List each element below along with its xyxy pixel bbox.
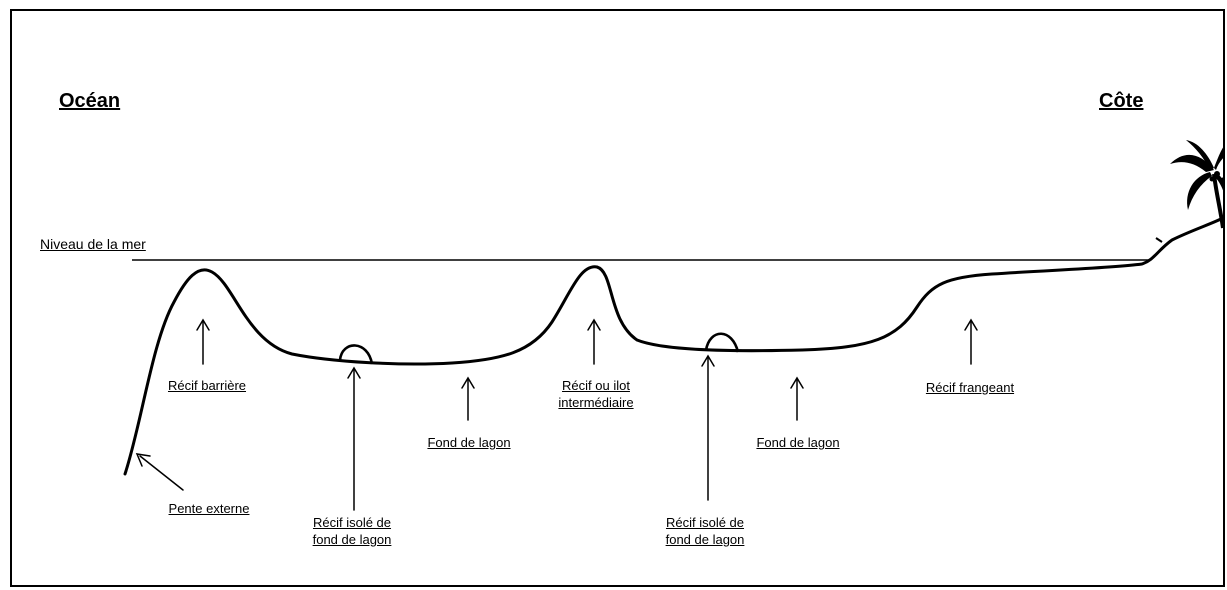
isolated-reef-bump-1	[338, 344, 374, 365]
label-recif-isole-1: Récif isolé de fond de lagon	[313, 514, 392, 548]
arrow-recif-intermediaire	[587, 318, 601, 365]
label-recif-intermediaire-line2: intermédiaire	[558, 395, 634, 410]
label-recif-intermediaire: Récif ou ilot intermédiaire	[558, 377, 633, 411]
label-pente-externe: Pente externe	[168, 501, 250, 516]
reef-profile-diagram	[123, 140, 1223, 511]
title-ocean: Océan	[59, 90, 121, 112]
seabed-profile-curve	[123, 216, 1223, 476]
label-fond-lagon-1: Fond de lagon	[427, 435, 511, 450]
sea-level-label: Niveau de la mer	[40, 236, 146, 252]
label-recif-barriere: Récif barrière	[167, 378, 247, 393]
label-recif-isole-1-line1: Récif isolé de	[312, 515, 392, 530]
arrow-recif-frangeant	[964, 318, 978, 365]
arrows	[135, 318, 978, 511]
arrow-recif-barriere	[196, 318, 210, 365]
label-recif-intermediaire-line1: Récif ou ilot	[562, 378, 630, 393]
arrow-pente-externe	[135, 453, 184, 491]
label-recif-isole-2-line2: fond de lagon	[665, 532, 745, 547]
palm-tree-icon	[1155, 140, 1223, 243]
diagram-frame: Océan Côte Niveau de la mer Récif barriè…	[10, 9, 1225, 587]
title-cote: Côte	[1099, 90, 1144, 112]
label-recif-isole-2: Récif isolé de fond de lagon	[666, 514, 745, 548]
arrow-recif-isole-2	[701, 354, 715, 501]
label-fond-lagon-2: Fond de lagon	[756, 435, 840, 450]
isolated-reef-bump-2	[704, 332, 740, 353]
label-recif-isole-2-line1: Récif isolé de	[665, 515, 745, 530]
arrow-fond-lagon-1	[461, 376, 475, 421]
label-recif-frangeant: Récif frangeant	[925, 380, 1015, 395]
label-recif-isole-1-line2: fond de lagon	[312, 532, 392, 547]
arrow-recif-isole-1	[347, 366, 361, 511]
arrow-fond-lagon-2	[790, 376, 804, 421]
